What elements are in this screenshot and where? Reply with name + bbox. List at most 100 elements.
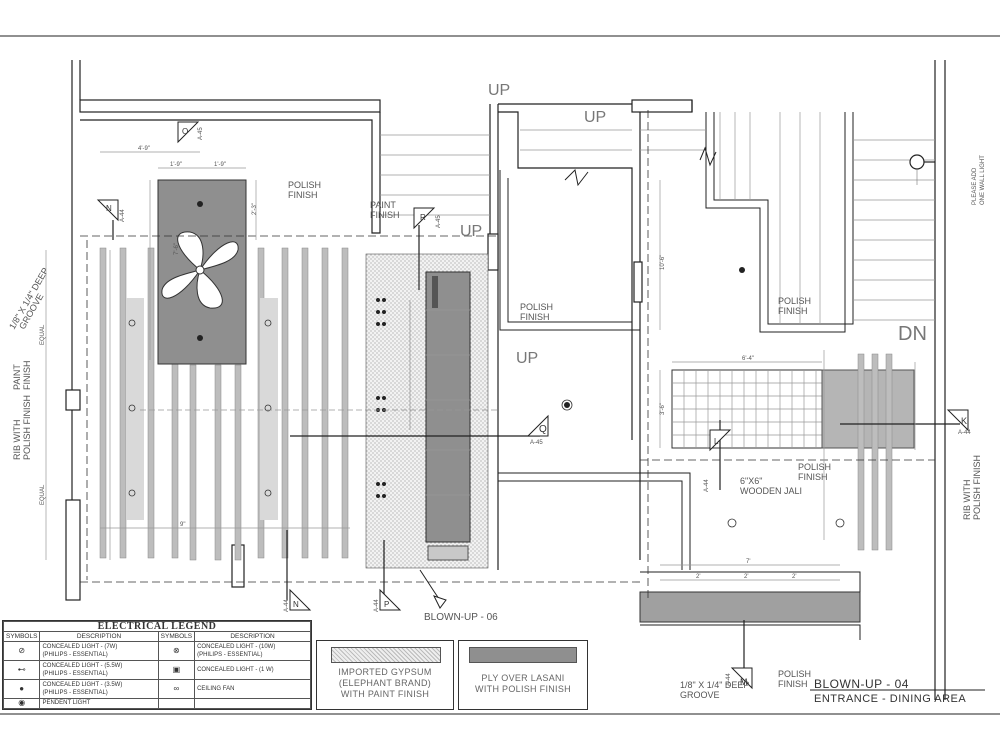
svg-text:A-44: A-44: [284, 599, 290, 612]
svg-text:1'-9": 1'-9": [170, 162, 182, 168]
ply-legend-box: PLY OVER LASANI WITH POLISH FINISH: [458, 640, 588, 710]
legend-symbol: ⊗: [157, 641, 196, 662]
svg-text:RIB WITH: RIB WITH: [962, 480, 972, 521]
up-label-2: UP: [584, 109, 606, 126]
svg-text:O: O: [182, 127, 188, 136]
legend-symbol: ⊷: [2, 660, 41, 680]
polish-finish-label-3: POLISH: [778, 296, 811, 306]
svg-text:L: L: [714, 437, 719, 446]
svg-text:N: N: [106, 204, 112, 213]
drawing-title: BLOWN-UP - 04: [814, 677, 909, 691]
polish-finish-label-1b: FINISH: [288, 190, 318, 200]
groove-label-bottom-b: GROOVE: [680, 690, 720, 700]
svg-text:7': 7': [746, 559, 750, 565]
section-markers: [96, 121, 969, 690]
svg-text:ONE WALL LIGHT: ONE WALL LIGHT: [980, 155, 986, 205]
legend-description: CONCEALED LIGHT - (10W) (PHILIPS - ESSEN…: [194, 641, 311, 662]
legend-symbol: ◉: [2, 697, 41, 710]
svg-text:FINISH: FINISH: [22, 360, 32, 390]
svg-text:2': 2': [792, 574, 796, 580]
paint-finish-label: PAINT: [370, 200, 396, 210]
electrical-legend: ELECTRICAL LEGEND SYMBOLS DESCRIPTION SY…: [2, 620, 312, 710]
legend-col-description: DESCRIPTION: [39, 631, 159, 643]
legend-description: CONCEALED LIGHT - (7W) (PHILIPS - ESSENT…: [39, 641, 159, 662]
svg-text:R: R: [420, 213, 426, 222]
staircase: [380, 112, 935, 570]
svg-text:2'-3": 2'-3": [252, 203, 258, 215]
legend-symbol: ∞: [157, 678, 196, 699]
legend-row: ● CONCEALED LIGHT - (3.5W) (PHILIPS - ES…: [2, 678, 311, 699]
drawing-subtitle: ENTRANCE - DINING AREA: [814, 693, 967, 705]
up-label-1: UP: [488, 82, 510, 99]
wooden-jali-grid: [671, 369, 915, 449]
svg-text:2': 2': [696, 574, 700, 580]
ply-panel-base: [427, 545, 469, 561]
svg-text:PLEASE ADD: PLEASE ADD: [972, 167, 978, 205]
svg-text:A-44: A-44: [120, 209, 126, 222]
svg-text:K: K: [961, 416, 967, 426]
legend-symbol: ●: [2, 678, 41, 699]
polish-finish-label-2: POLISH: [520, 302, 553, 312]
ceiling-strip-mid: [260, 298, 278, 520]
ply-legend-text: PLY OVER LASANI WITH POLISH FINISH: [475, 673, 571, 694]
legend-description: CONCEALED LIGHT - (3.5W) (PHILIPS - ESSE…: [39, 678, 159, 699]
blown-up-arrow-head: [433, 595, 447, 609]
legend-description: CONCEALED LIGHT - (1 W): [194, 660, 311, 680]
svg-text:A-44: A-44: [958, 430, 971, 436]
svg-text:RIB WITH: RIB WITH: [12, 420, 22, 461]
dimension-texts: 4'-9" 1'-9" 1'-9" 6'-4" 7' 2' 2' 2' 9": [138, 146, 796, 580]
ceiling-fan-icon: [161, 231, 239, 309]
groove-label-bottom: 1/8" X 1/4" DEEP: [680, 680, 749, 690]
legend-symbol: ⊘: [2, 641, 41, 662]
svg-text:M: M: [740, 677, 748, 687]
pendent-light-icon: [197, 335, 203, 341]
ply-panel-center: [425, 271, 471, 543]
svg-text:6'-4": 6'-4": [742, 356, 754, 362]
section-lines: [112, 220, 960, 680]
legend-col-symbols-2: SYMBOLS: [157, 631, 196, 643]
ply-panel-slot: [432, 276, 438, 308]
ply-swatch: [469, 647, 577, 663]
up-label-4: UP: [516, 350, 538, 367]
svg-text:A-44: A-44: [726, 673, 732, 686]
ply-band-bottom: [639, 591, 861, 623]
legend-symbol: [157, 697, 196, 710]
svg-text:7'-6": 7'-6": [174, 243, 180, 255]
rib-slats-right: [857, 353, 893, 551]
polish-finish-label-2b: FINISH: [520, 312, 550, 322]
legend-row: ◉ PENDENT LIGHT: [2, 697, 311, 710]
svg-text:4'-9": 4'-9": [138, 146, 150, 152]
legend-row: ⊘ CONCEALED LIGHT - (7W) (PHILIPS - ESSE…: [2, 641, 311, 662]
paint-finish-label-b: FINISH: [370, 210, 400, 220]
svg-text:2': 2': [744, 574, 748, 580]
dimension-lines: [45, 151, 916, 581]
blown-up-arrow: [419, 569, 441, 601]
svg-text:A-45: A-45: [198, 127, 204, 140]
legend-description: PENDENT LIGHT: [39, 697, 159, 710]
polish-finish-label-5b: FINISH: [778, 679, 808, 689]
polish-finish-label-1: POLISH: [288, 180, 321, 190]
gypsum-legend-box: IMPORTED GYPSUM (ELEPHANT BRAND) WITH PA…: [316, 640, 454, 710]
svg-text:3'-6": 3'-6": [660, 403, 666, 415]
svg-text:Q: Q: [539, 424, 547, 435]
gypsum-legend-text: IMPORTED GYPSUM (ELEPHANT BRAND) WITH PA…: [338, 667, 432, 699]
section-marker-labels: Q A-45 N A-44 O A-45 R A-45 K A-44 L A-4…: [106, 127, 971, 687]
blown-up-06-label: BLOWN-UP - 06: [424, 612, 498, 623]
svg-text:EQUAL: EQUAL: [40, 484, 46, 505]
downlight-icons: [128, 319, 845, 528]
wooden-jali-label-b: WOODEN JALI: [740, 486, 802, 496]
polish-finish-label-5: POLISH: [778, 669, 811, 679]
svg-text:9": 9": [180, 522, 185, 528]
legend-symbol: ▣: [157, 660, 196, 680]
legend-description: CONCEALED LIGHT - (5.5W) (PHILIPS - ESSE…: [39, 660, 159, 680]
legend-description: CEILING FAN: [194, 678, 311, 699]
svg-text:A-45: A-45: [530, 440, 543, 446]
svg-text:P: P: [384, 600, 389, 609]
svg-text:A-45: A-45: [436, 215, 442, 228]
svg-text:A-44: A-44: [374, 599, 380, 612]
svg-text:POLISH FINISH: POLISH FINISH: [972, 455, 982, 520]
walls: [65, 60, 946, 700]
band-outline-lower: [640, 624, 861, 640]
pendent-light-icon: [197, 201, 203, 207]
